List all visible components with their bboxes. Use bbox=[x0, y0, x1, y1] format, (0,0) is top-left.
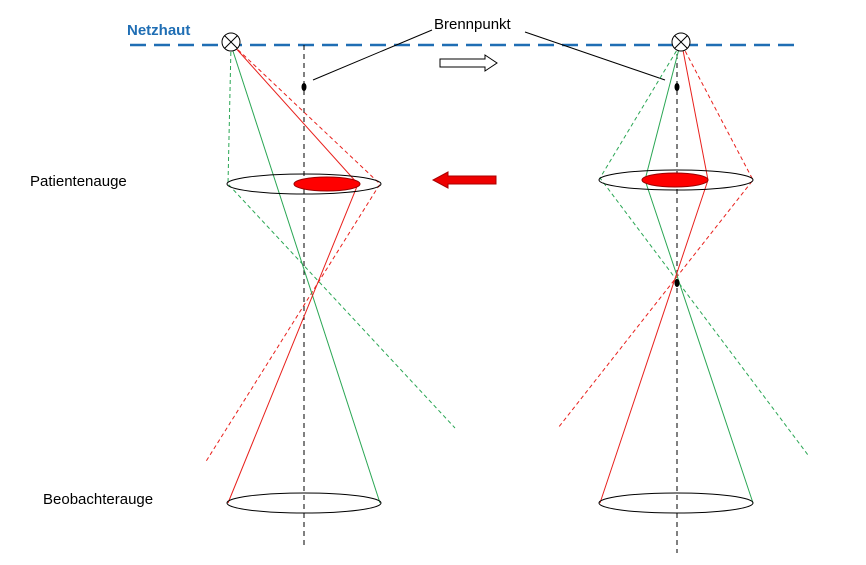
observer-eye-lens bbox=[598, 492, 754, 514]
focal-point-dot bbox=[301, 83, 307, 91]
green-dashed-ray bbox=[227, 44, 456, 429]
red-solid-ray bbox=[599, 44, 709, 504]
right-setup bbox=[557, 32, 809, 553]
left-setup bbox=[204, 32, 456, 548]
observer-eye-lens bbox=[226, 492, 382, 514]
focal-leader-left bbox=[312, 29, 433, 81]
focal-point-label: Brennpunkt bbox=[434, 16, 511, 33]
focal-point-dot bbox=[674, 83, 680, 91]
crossing-point-dot bbox=[674, 279, 680, 287]
patient-eye-label: Patientenauge bbox=[30, 173, 127, 190]
red-dashed-ray bbox=[204, 44, 381, 464]
red-spot bbox=[641, 172, 709, 188]
red-dashed-ray bbox=[557, 44, 754, 429]
retina-label: Netzhaut bbox=[127, 22, 191, 39]
light-source-icon bbox=[671, 32, 691, 52]
green-dashed-ray bbox=[599, 44, 809, 456]
hollow-arrow-right-icon bbox=[439, 54, 498, 72]
light-source-icon bbox=[221, 32, 241, 52]
observer-eye-label: Beobachterauge bbox=[43, 491, 154, 508]
red-arrow-left-icon bbox=[431, 171, 497, 189]
red-spot bbox=[293, 176, 361, 192]
green-solid-ray bbox=[230, 44, 381, 504]
green-solid-ray bbox=[644, 44, 754, 504]
patient-eye-lens bbox=[226, 173, 382, 195]
patient-eye-lens bbox=[598, 169, 754, 191]
red-solid-ray bbox=[227, 44, 359, 504]
focal-leader-right bbox=[524, 31, 666, 81]
